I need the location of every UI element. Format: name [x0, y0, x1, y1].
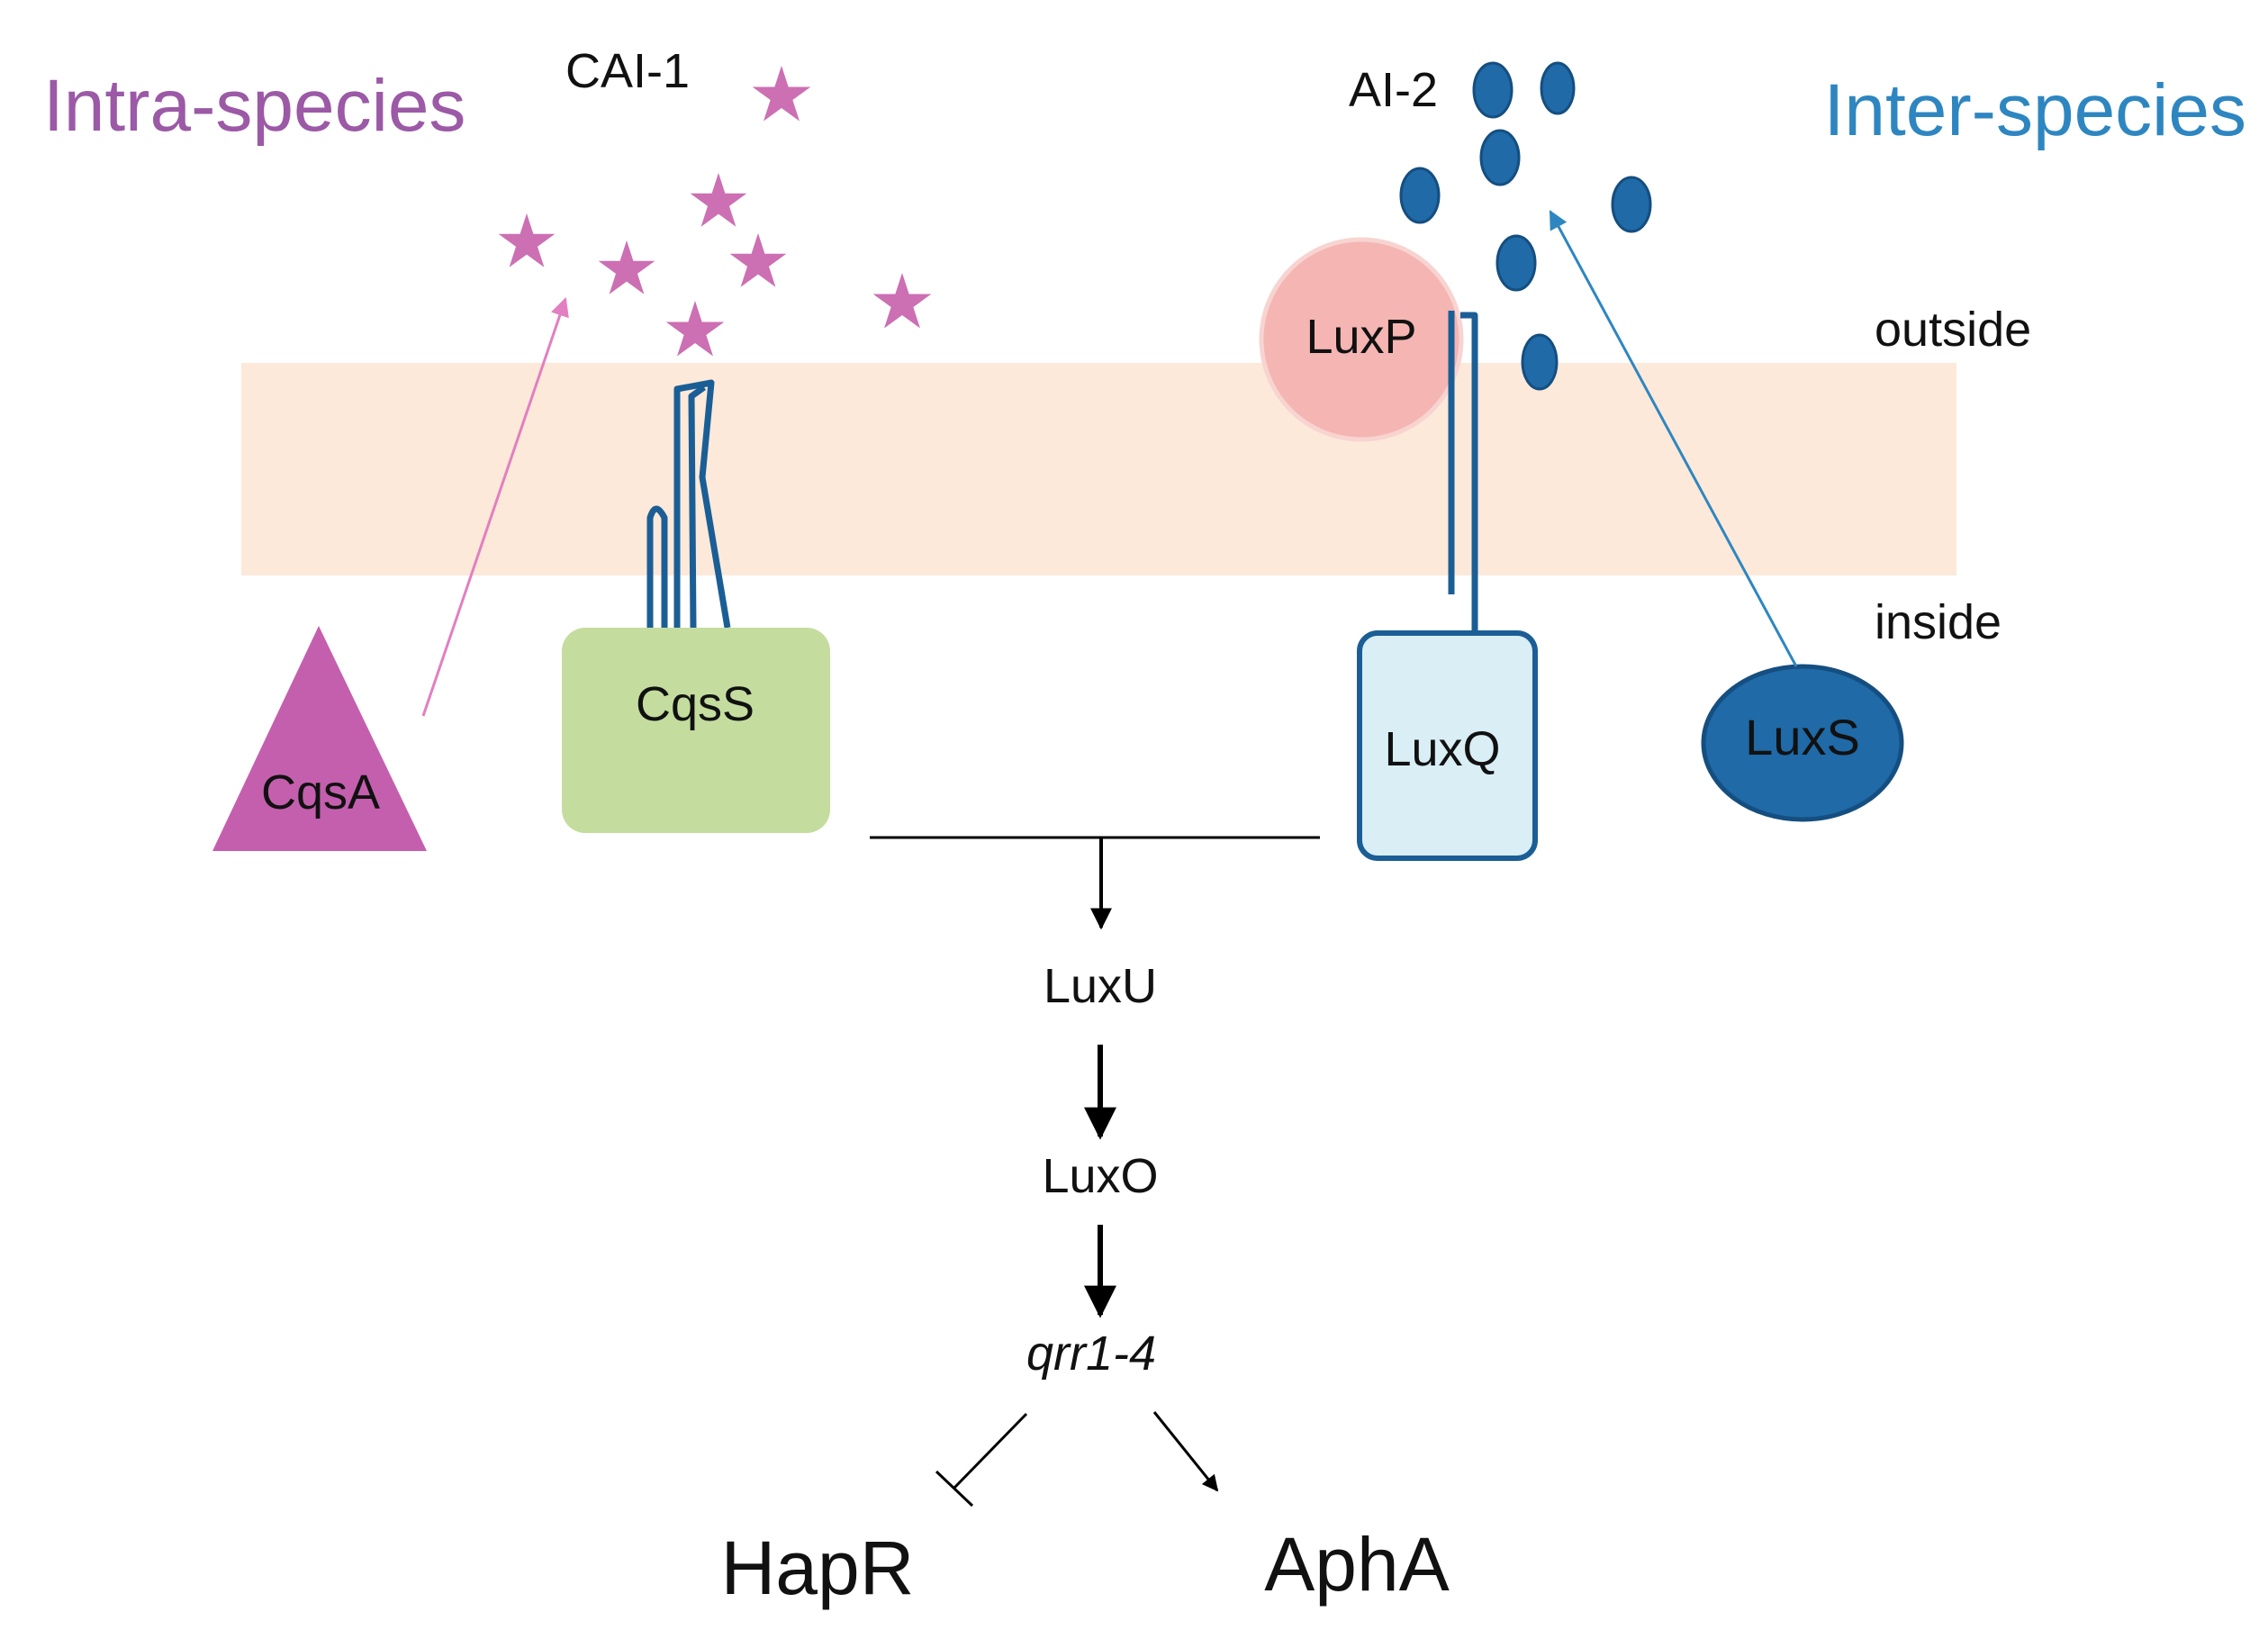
cai1-star-icon [598, 240, 655, 294]
repression-bar [935, 1470, 974, 1508]
luxs-ellipse [1701, 664, 1904, 822]
cai1-star-icon [729, 233, 787, 287]
cqss-box [562, 628, 830, 833]
ai2-molecule-icon [1495, 234, 1537, 292]
luxp-circle [1259, 237, 1464, 442]
outside-label: outside [1875, 303, 2031, 357]
cai1-star-icon [872, 273, 932, 329]
cai1-star-icon [665, 301, 725, 357]
ai2-molecule-icon [1521, 333, 1559, 391]
inter-species-title: Inter-species [1824, 69, 2246, 151]
ai2-molecules [1399, 61, 1652, 391]
luxq-label: LuxQ [1384, 722, 1500, 776]
inside-label: inside [1875, 595, 2001, 649]
cai1-star-icon [690, 173, 747, 227]
cqsa-label: CqsA [261, 765, 380, 820]
ai2-molecule-icon [1399, 167, 1441, 224]
qrr-label: qrr1-4 [1026, 1327, 1156, 1381]
cai1-label: CAI-1 [565, 44, 690, 98]
ai2-label: AI-2 [1349, 63, 1438, 117]
cqsa-to-cai1-arrow [421, 297, 569, 717]
intra-species-title: Intra-species [43, 65, 465, 147]
luxs-label: LuxS [1745, 709, 1860, 765]
luxu-label: LuxU [1044, 959, 1157, 1013]
hapr-label: HapR [721, 1526, 915, 1610]
ai2-molecule-icon [1472, 61, 1514, 119]
luxp-label: LuxP [1306, 310, 1416, 364]
cqss-label: CqsS [636, 677, 754, 731]
ai2-molecule-icon [1479, 129, 1521, 186]
luxq-box [1357, 630, 1538, 861]
cai1-molecules [498, 66, 932, 357]
cell-membrane [241, 363, 1956, 575]
cai1-star-icon [752, 66, 811, 122]
luxo-label: LuxO [1042, 1149, 1158, 1203]
apha-label: AphA [1264, 1522, 1450, 1607]
cqsa-triangle [212, 626, 427, 851]
cai1-star-icon [498, 213, 556, 267]
ai2-molecule-icon [1611, 176, 1652, 233]
luxs-to-ai2-arrow [1549, 210, 1798, 667]
ai2-molecule-icon [1540, 61, 1576, 115]
cqss-transmembrane-helices [646, 379, 731, 629]
qrr-represses-hapr [953, 1412, 1028, 1490]
luxq-transmembrane-helices [1448, 311, 1478, 633]
qrr-activates-apha [1152, 1411, 1219, 1492]
